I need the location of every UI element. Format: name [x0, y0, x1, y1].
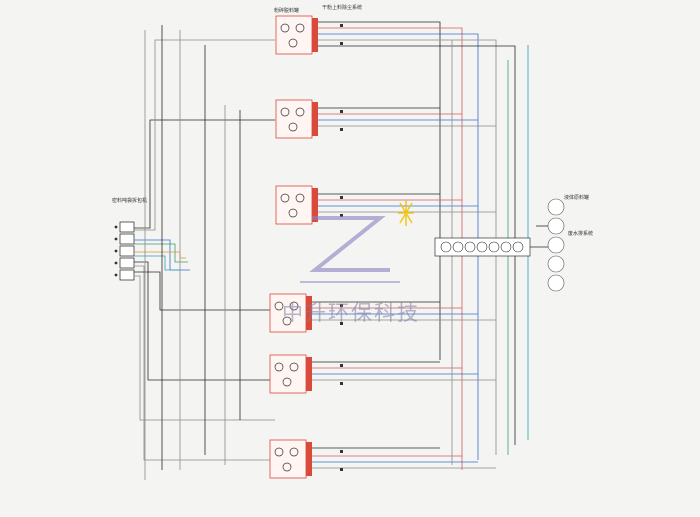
rack-module — [119, 233, 135, 245]
processing-unit — [275, 15, 318, 55]
liquid-tanks — [530, 198, 565, 292]
pump-row — [440, 241, 524, 253]
unit-outlet-pipes — [312, 21, 516, 470]
processing-unit — [275, 185, 318, 225]
unit-pad — [306, 442, 312, 476]
unit-frame — [269, 354, 307, 394]
watermark-text: 中升环保科技 — [282, 301, 420, 325]
outlet-valves — [340, 24, 343, 471]
tank — [547, 255, 565, 273]
left-feed-bundle — [134, 39, 275, 461]
unit-pad — [306, 296, 312, 330]
unit-frame — [275, 185, 313, 225]
unit-frame — [275, 99, 313, 139]
tank — [547, 198, 565, 216]
top-right-title: 干粉上料除尘系统 — [322, 4, 362, 11]
star-icon — [398, 200, 414, 226]
processing-unit — [269, 354, 312, 394]
watermark-logo — [300, 200, 414, 283]
processing-unit — [269, 439, 312, 479]
left-trunk-lines — [144, 25, 241, 480]
right-system-title: 废水排系统 — [568, 230, 593, 237]
processing-unit — [275, 99, 318, 139]
tank — [547, 217, 565, 235]
unit-frame — [269, 293, 307, 333]
left-rack — [114, 221, 135, 281]
right-tank-title: 液体原料罐 — [564, 194, 589, 201]
tank — [547, 236, 565, 254]
unit-pad — [312, 102, 318, 136]
left-unit-title: 密料吨袋拆包机 — [112, 197, 147, 204]
processing-units — [269, 15, 318, 479]
rack-module — [119, 269, 135, 281]
rack-valves — [114, 225, 118, 277]
unit-pad — [306, 357, 312, 391]
unit-frame — [269, 439, 307, 479]
processing-unit — [269, 293, 312, 333]
unit-pad — [312, 18, 318, 52]
unit-pad — [312, 188, 318, 222]
tank — [547, 274, 565, 292]
top-unit-title: 粉碎脱料罐 — [274, 7, 299, 14]
rack-module — [119, 257, 135, 269]
pump-manifold — [434, 237, 531, 257]
unit-frame — [275, 15, 313, 55]
rack-module — [119, 245, 135, 257]
rack-module — [119, 221, 135, 233]
